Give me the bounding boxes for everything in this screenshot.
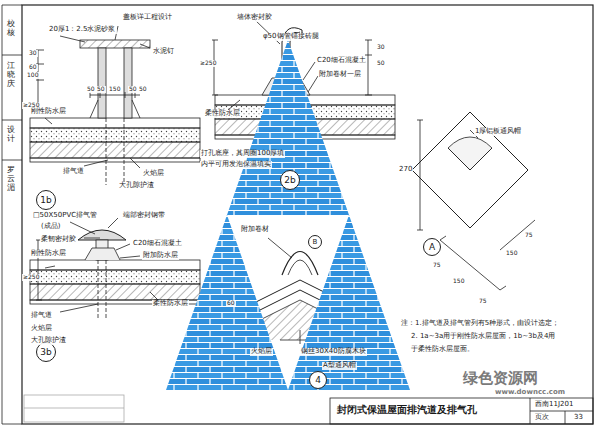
annotation-label: 50 xyxy=(376,60,386,67)
annotation-label: 内平可用发泡保温填实 xyxy=(200,161,272,169)
annotation-label: 75 xyxy=(524,232,534,239)
callout-number: 2b xyxy=(284,176,295,185)
annotation-label: 于柔性防水层屋面。 xyxy=(410,346,475,354)
watermark-triangle xyxy=(166,40,410,390)
watermark-text: 绿色资源网 xyxy=(462,370,539,387)
annotation-label: 30 xyxy=(28,50,38,57)
signature-text: 罗云湄 xyxy=(6,166,16,192)
callout-number: 1b xyxy=(40,196,51,205)
annotation-label: 钢丝30X40防腐木块 xyxy=(300,348,367,356)
annotation-label: 75 xyxy=(478,298,488,305)
annotation-label: 柔性防水层 xyxy=(204,110,241,118)
annotation-label: 页次 xyxy=(534,414,550,422)
annotation-label: 30 xyxy=(376,44,386,51)
annotation-label: 50 xyxy=(96,86,106,93)
annotation-label: 75 xyxy=(432,262,442,269)
annotation-label: ≥250 xyxy=(22,274,40,281)
annotation-label: 水泥钉 xyxy=(152,48,175,56)
annotation-label: 大孔隙护渣 xyxy=(118,182,155,190)
annotation-label: 排气道 xyxy=(62,168,85,176)
annotation-label: A型通风帽 xyxy=(322,362,357,370)
annotation-label: 50 xyxy=(128,86,138,93)
callout-circle: B xyxy=(308,235,322,249)
annotation-label: 60 xyxy=(226,300,236,307)
annotation-label: C20细石混凝土 xyxy=(316,57,367,65)
watermark-text: www.downcc.com xyxy=(494,389,566,397)
callout-number: A xyxy=(429,243,435,252)
annotation-label: 150 xyxy=(452,278,465,285)
callout-circle: 1b xyxy=(36,190,56,210)
annotation-label: 150 xyxy=(108,86,121,93)
annotation-label: 火焰层 xyxy=(30,325,53,333)
callout-circle: 2b xyxy=(280,170,300,190)
annotation-label: 60 xyxy=(28,64,38,71)
annotation-label: ≥250 xyxy=(199,60,217,67)
annotation-label: 1厚铝板通风帽 xyxy=(474,128,522,136)
annotation-label: 2. 1a~3a用于刚性防水层屋面，1b~3b及4用 xyxy=(410,333,556,341)
signature-text: 江晓庆 xyxy=(6,62,16,88)
annotation-label: 西南11J201 xyxy=(534,401,574,409)
annotation-label: 墙体密封胶 xyxy=(236,14,273,22)
annotation-label: 50 xyxy=(86,86,96,93)
annotation-label: 端部密封钢带 xyxy=(122,212,166,220)
annotation-label: 20厚1：2.5水泥砂浆 xyxy=(48,26,117,34)
annotation-label: 刚性防水层 xyxy=(30,250,67,258)
annotation-label: 100 xyxy=(26,72,39,79)
annotation-label: 50 xyxy=(138,86,148,93)
signature-text: 校核 xyxy=(6,20,16,38)
annotation-label: 附加卷材 xyxy=(240,226,270,234)
sheet-title: 封闭式保温屋面排汽道及排气孔 xyxy=(336,404,478,415)
annotation-label: 150 xyxy=(505,250,518,257)
annotation-label: 火焰层 xyxy=(142,170,165,178)
annotation-label: 注：1.排气道及排气管列有5种形式，由设计选定； xyxy=(400,320,560,328)
callout-number: B xyxy=(313,239,318,246)
annotation-label: C20细石混凝土 xyxy=(132,240,183,248)
annotation-label: 附加卷材一层 xyxy=(318,71,362,79)
callout-circle: A xyxy=(423,238,441,256)
signature-text: 设计 xyxy=(6,126,16,144)
callout-number: 4 xyxy=(315,376,321,385)
annotation-label: 附加防水层 xyxy=(142,252,179,260)
annotation-label: 排气道 xyxy=(30,312,53,320)
annotation-label: □50X50PVC排气管 xyxy=(32,212,98,220)
callout-number: 3b xyxy=(40,348,51,357)
annotation-label: 柔性防水层 xyxy=(152,300,189,308)
annotation-label: (成品) xyxy=(40,223,61,231)
annotation-label: 盖板详工程设计 xyxy=(122,14,173,22)
callout-circle: 4 xyxy=(309,371,327,389)
annotation-label: 火焰层 xyxy=(250,348,273,356)
annotation-label: φ50钢管锚接砖腿 xyxy=(262,33,320,41)
annotation-label: 刚性防水层 xyxy=(30,108,67,116)
annotation-label: 大孔隙护渣 xyxy=(30,337,67,345)
annotation-label: 270 xyxy=(398,166,413,174)
annotation-label: 33 xyxy=(573,414,584,422)
annotation-label: 打孔底座，其周圈100厚填 xyxy=(200,150,285,158)
annotation-label: 柔韧密封胶 xyxy=(40,236,77,244)
callout-circle: 3b xyxy=(36,342,56,362)
